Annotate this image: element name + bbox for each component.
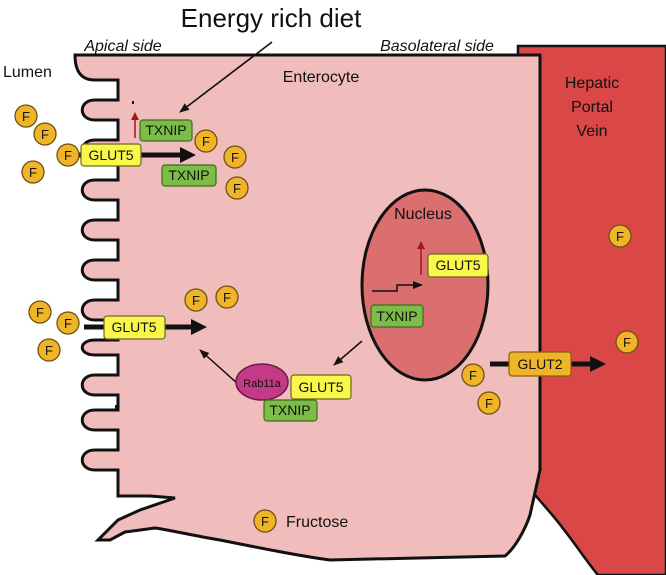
legend-fructose-label: Fructose (286, 514, 348, 531)
glut5-nucleus: GLUT5 (427, 253, 489, 278)
glut2-box: GLUT2 (508, 351, 572, 377)
fructose-molecule: F (477, 391, 501, 415)
nucleus-label: Nucleus (394, 206, 452, 223)
transcription-arrow (372, 281, 423, 292)
fructose-symbol: F (202, 134, 210, 149)
svg-text:TXNIP: TXNIP (168, 167, 209, 183)
fructose-molecule: F (33, 122, 57, 146)
glut5-mid-arrowhead (191, 319, 207, 335)
fructose-symbol: F (616, 229, 624, 244)
svg-text:TXNIP: TXNIP (269, 402, 310, 418)
fructose-symbol: F (469, 368, 477, 383)
fructose-molecule: F (21, 160, 45, 184)
svg-text:GLUT5: GLUT5 (298, 379, 343, 395)
lumen-label: Lumen (3, 64, 52, 81)
nucleus-out-arrow (333, 340, 363, 366)
fructose-symbol: F (41, 127, 49, 142)
glut5-middle: GLUT5 (103, 315, 166, 340)
fructose-symbol: F (29, 165, 37, 180)
fructose-molecule: F (28, 300, 52, 324)
fructose-molecule: F (56, 311, 80, 335)
fructose-symbol: F (192, 293, 200, 308)
hepatic-label-line3: Vein (576, 123, 607, 140)
glut2-arrowhead (590, 356, 606, 372)
fructose-symbol: F (36, 305, 44, 320)
fructose-symbol: F (623, 335, 631, 350)
fructose-molecule: F (37, 338, 61, 362)
fructose-molecule: F (215, 285, 239, 309)
fructose-symbol: F (485, 396, 493, 411)
glut5-vesicle: GLUT5 (290, 374, 352, 400)
svg-text:TXNIP: TXNIP (145, 122, 186, 138)
txnip-vesicle: TXNIP (263, 399, 318, 422)
hepatic-label-line2: Portal (571, 99, 613, 116)
svg-text:F: F (261, 514, 269, 529)
hepatic-label-line1: Hepatic (565, 75, 619, 92)
fructose-molecule: F (615, 330, 639, 354)
fructose-symbol: F (223, 290, 231, 305)
fructose-molecule: F (14, 104, 38, 128)
fructose-molecule: F (56, 143, 80, 167)
diagram-title: Energy rich diet (181, 3, 362, 33)
svg-text:GLUT2: GLUT2 (517, 356, 562, 372)
fructose-symbol: F (233, 181, 241, 196)
fructose-symbol: F (64, 316, 72, 331)
basolateral-side-label: Basolateral side (380, 38, 494, 55)
enterocyte-label: Enterocyte (283, 69, 360, 86)
fructose-symbol: F (45, 343, 53, 358)
legend-fructose-icon: F (253, 509, 277, 533)
svg-text:GLUT5: GLUT5 (111, 319, 156, 335)
diet-arrow (179, 41, 273, 113)
fructose-molecule: F (461, 363, 485, 387)
txnip-top-upper: TXNIP (139, 119, 193, 142)
fructose-molecule: F (608, 224, 632, 248)
glut5-top-arrowhead (180, 147, 196, 163)
txnip-nucleus: TXNIP (370, 304, 424, 328)
svg-text:TXNIP: TXNIP (376, 308, 417, 324)
vesicle-arrow (199, 349, 239, 385)
fructose-molecule: F (223, 145, 247, 169)
fructose-molecule: F (184, 288, 208, 312)
apical-side-label: Apical side (83, 38, 161, 55)
svg-text:GLUT5: GLUT5 (435, 257, 480, 273)
fructose-symbol: F (64, 148, 72, 163)
txnip-top-lower: TXNIP (161, 164, 217, 187)
rab11a-oval (235, 363, 289, 401)
fructose-symbol: F (22, 109, 30, 124)
glut5-top: GLUT5 (80, 143, 142, 167)
svg-text:GLUT5: GLUT5 (88, 147, 133, 163)
fructose-molecule: F (194, 129, 218, 153)
nucleus (360, 188, 490, 382)
fructose-molecule: F (225, 176, 249, 200)
rab11a-label: Rab11a (243, 378, 282, 390)
fructose-symbol: F (231, 150, 239, 165)
